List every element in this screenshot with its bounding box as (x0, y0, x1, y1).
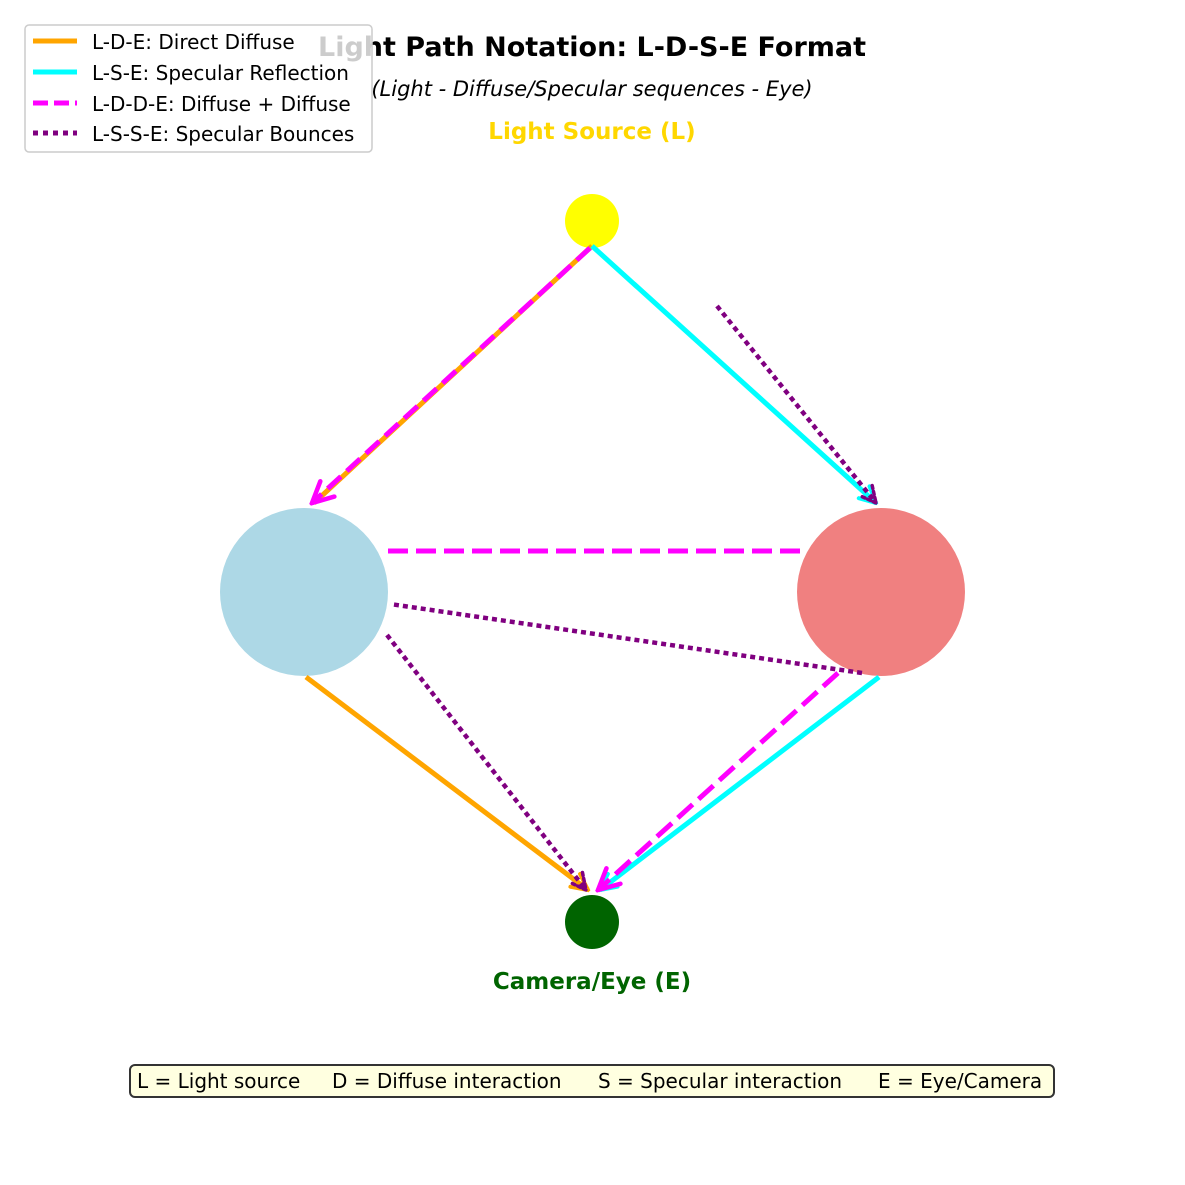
path-lse-specular-to-eye (600, 675, 881, 890)
legend-label-lse: L-S-E: Specular Reflection (92, 61, 349, 85)
path-lsse-specular-to-diffuse (389, 601, 863, 676)
legend-label-lde: L-D-E: Direct Diffuse (92, 30, 295, 54)
legend: L-D-E: Direct Diffuse L-S-E: Specular Re… (24, 24, 373, 153)
notation-key-s: S = Specular interaction (598, 1069, 842, 1093)
notation-key: L = Light source D = Diffuse interaction… (129, 1064, 1055, 1098)
camera-node (565, 895, 619, 949)
path-ldde-light-to-diffuse (312, 246, 592, 503)
path-lsse-into-specular (715, 304, 876, 503)
path-lde-diffuse-to-eye (304, 675, 588, 890)
light-source-label: Light Source (L) (488, 119, 695, 145)
diagram-title: Light Path Notation: L-D-S-E Format (318, 32, 866, 63)
diffuse-surface-node (220, 508, 388, 676)
notation-key-e: E = Eye/Camera (878, 1069, 1042, 1093)
legend-label-ldde: L-D-D-E: Diffuse + Diffuse (92, 92, 351, 116)
legend-box (24, 24, 373, 153)
camera-label: Camera/Eye (E) (493, 969, 691, 995)
notation-key-d: D = Diffuse interaction (332, 1069, 562, 1093)
notation-key-l: L = Light source (137, 1069, 300, 1093)
diagram-subtitle: (Light - Diffuse/Specular sequences - Ey… (371, 77, 812, 101)
path-lse-light-to-specular (590, 244, 876, 503)
path-ldde-specular-to-eye (598, 671, 840, 890)
light-source-node (565, 194, 619, 248)
specular-surface-node (797, 508, 965, 676)
notation-key-box (129, 1064, 1055, 1098)
legend-label-lsse: L-S-S-E: Specular Bounces (92, 122, 354, 146)
